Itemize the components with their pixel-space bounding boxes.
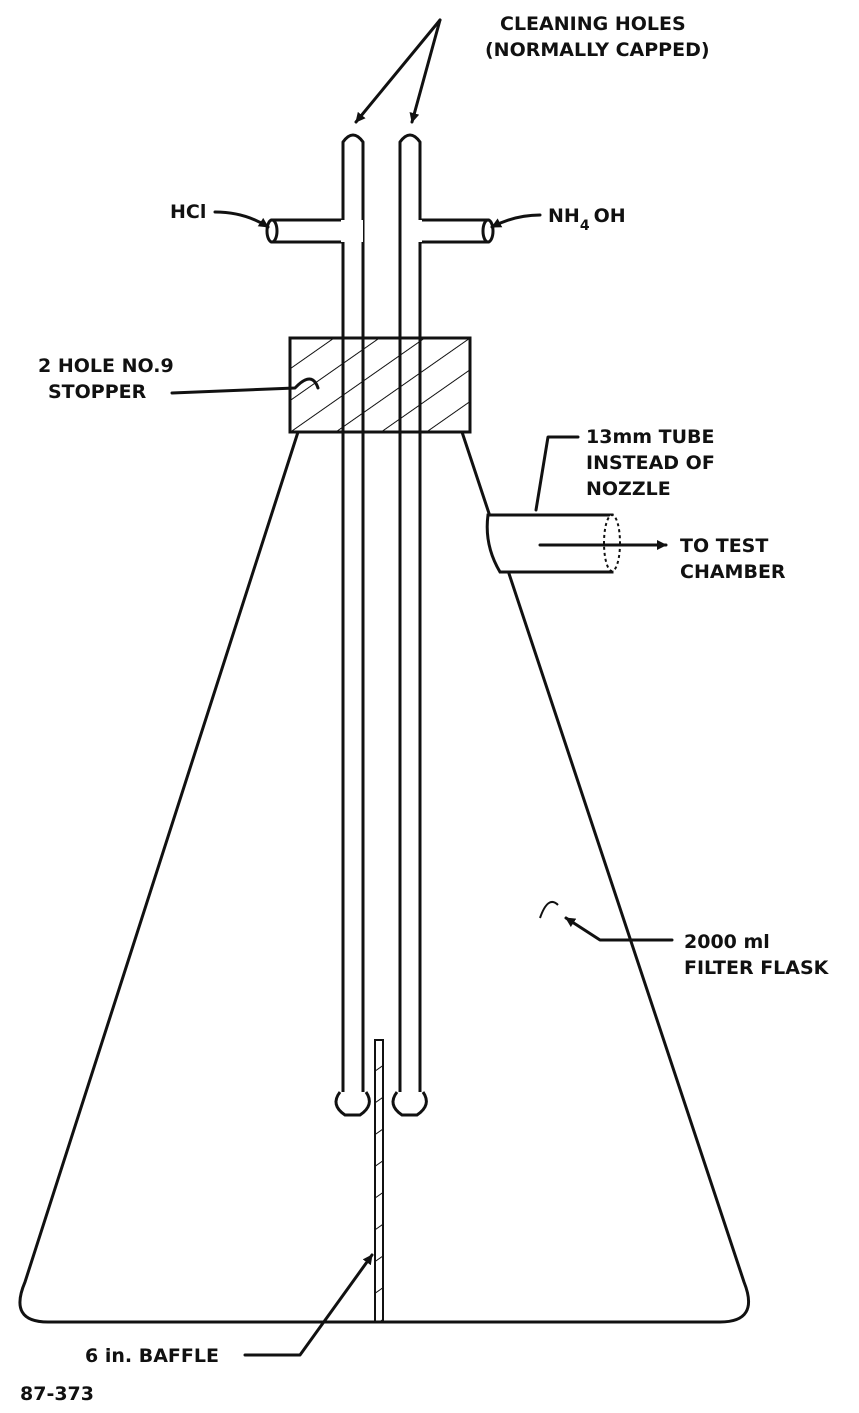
figure-number: 87-373 <box>20 1383 94 1405</box>
nh4oh-tail: OH <box>594 205 626 227</box>
baffle-label: 6 in. BAFFLE <box>85 1345 219 1367</box>
tube-leader <box>534 435 580 512</box>
flask-label-1: 2000 ml <box>684 931 770 953</box>
cleaning-holes-arrow-left <box>354 18 442 124</box>
flask-leader <box>564 916 674 942</box>
tube-label-2: INSTEAD OF <box>586 452 715 474</box>
stopper <box>288 336 472 434</box>
cleaning-holes-label: CLEANING HOLES <box>500 13 686 35</box>
stopper-sublabel: STOPPER <box>48 381 147 403</box>
cleaning-holes-sublabel: (NORMALLY CAPPED) <box>485 39 710 61</box>
test-chamber-label-1: TO TEST <box>680 535 768 557</box>
nh4oh-arrow <box>490 213 542 229</box>
nh4oh-main: NH <box>548 205 580 227</box>
tube-label-3: NOZZLE <box>586 478 671 500</box>
stopper-leader <box>170 377 320 395</box>
tube-label-1: 13mm TUBE <box>586 426 715 448</box>
baffle-leader <box>243 1253 374 1357</box>
stopper-label: 2 HOLE NO.9 <box>38 355 174 377</box>
right-inlet-tube <box>391 133 495 1117</box>
hcl-arrow <box>213 210 270 229</box>
flask-squiggle <box>539 901 559 919</box>
test-chamber-label-2: CHAMBER <box>680 561 786 583</box>
baffle <box>374 1039 384 1323</box>
left-inlet-tube <box>265 133 371 1117</box>
cleaning-holes-arrow-right <box>409 18 442 124</box>
flask-body <box>18 430 750 1324</box>
flask-label-2: FILTER FLASK <box>684 957 830 979</box>
hcl-label: HCl <box>170 201 206 223</box>
nh4oh-sub: 4 <box>580 218 590 234</box>
